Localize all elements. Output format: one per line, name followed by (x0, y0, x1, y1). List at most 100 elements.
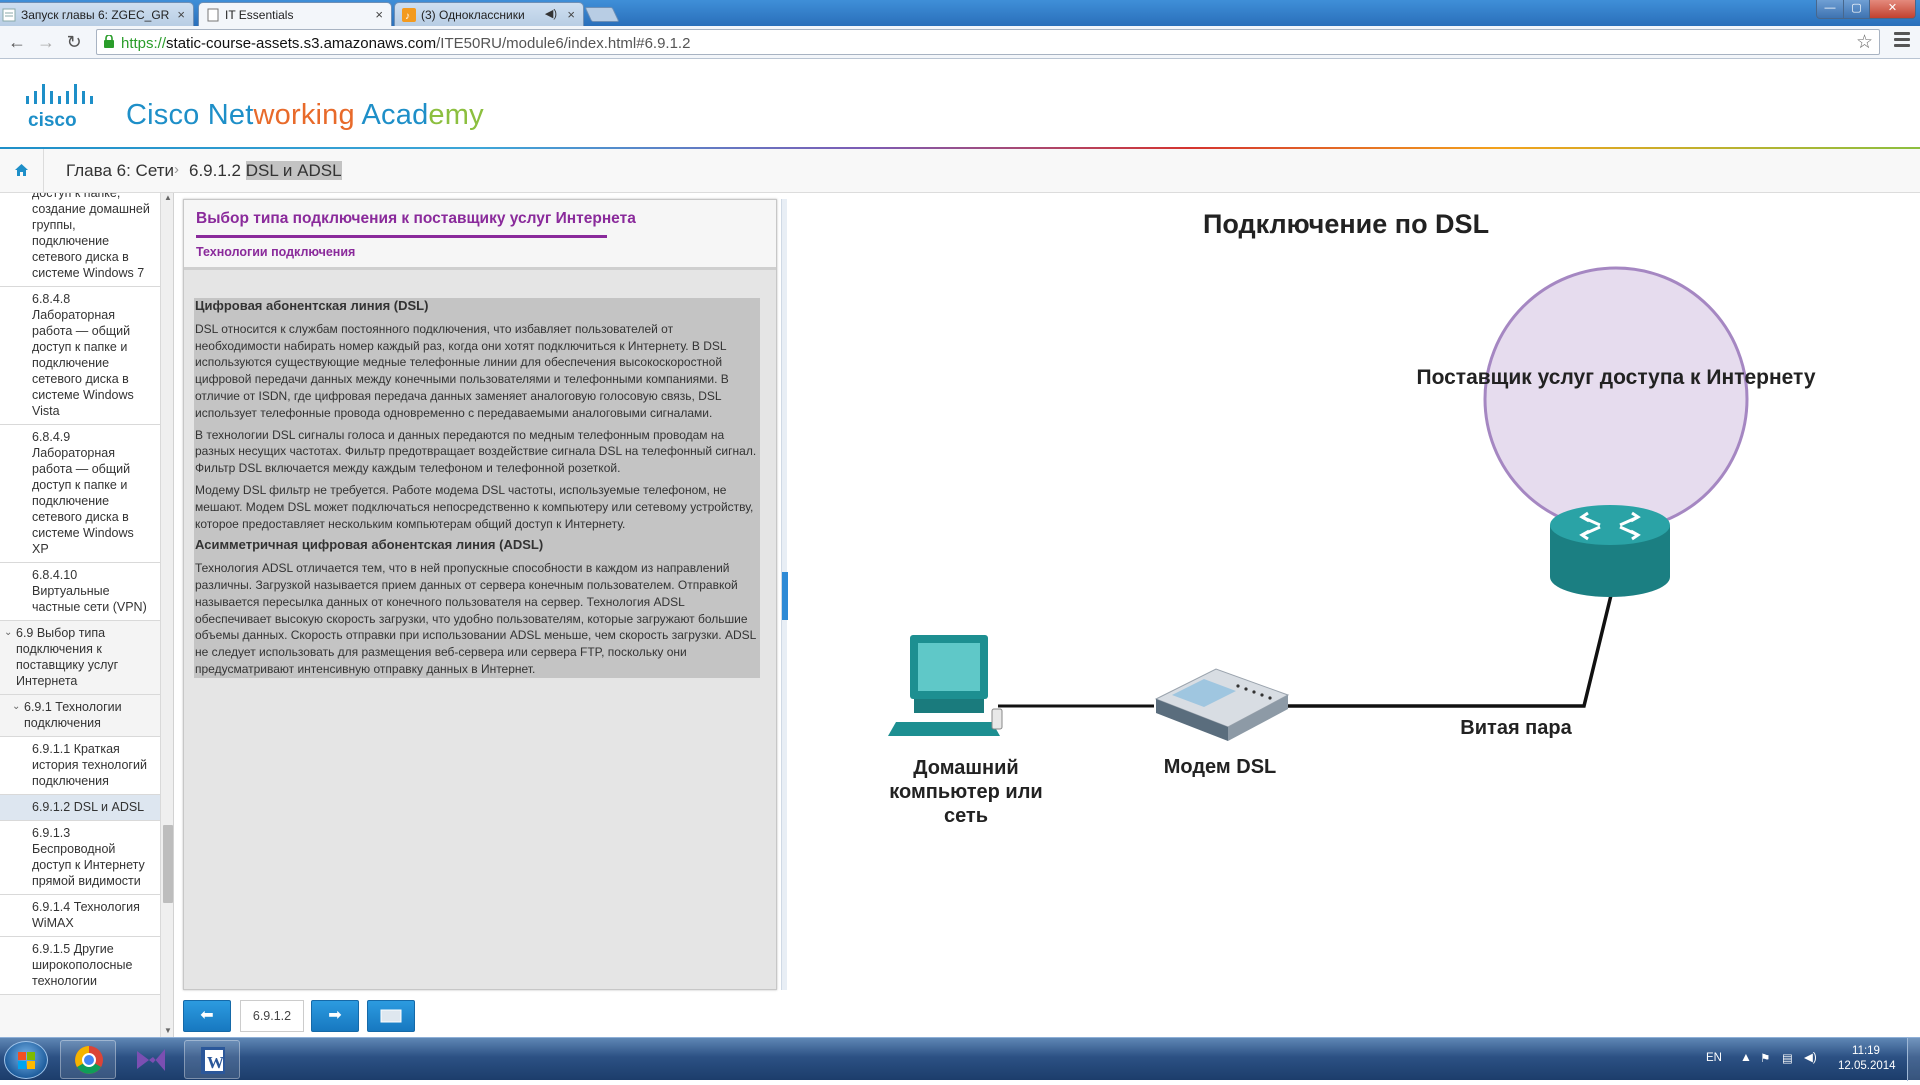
paragraph: В технологии DSL сигналы голоса и данных… (195, 427, 757, 476)
lock-icon (104, 35, 114, 48)
brand-title: Cisco Networking Academy (126, 99, 484, 131)
header-divider (0, 147, 1920, 149)
home-computer-label: Домашний компьютер или сеть (889, 757, 1043, 827)
scroll-down-icon[interactable]: ▼ (164, 1026, 172, 1035)
minimize-button[interactable]: — (1816, 0, 1844, 19)
browser-tabstrip: Запуск главы 6: ZGEC_GR × IT Essentials … (0, 0, 1920, 26)
close-icon[interactable]: × (375, 7, 383, 22)
router-icon (1550, 505, 1670, 597)
svg-text:W: W (207, 1053, 224, 1072)
content-panel: Выбор типа подключения к поставщику услу… (183, 199, 777, 990)
isp-cloud (1483, 266, 1749, 532)
menu-icon[interactable] (1894, 32, 1910, 50)
heading-dsl: Цифровая абонентская линия (DSL) (195, 298, 429, 313)
flag-icon[interactable]: ⚑ (1760, 1053, 1771, 1065)
browser-tab-3[interactable]: ♪ (3) Одноклассники ◀) × (394, 2, 584, 26)
breadcrumb-current: 6.9.1.2 DSL и ADSL (189, 161, 342, 180)
tab-label: Запуск главы 6: ZGEC_GR (21, 8, 170, 22)
nav-scrollbar[interactable]: ▲ ▼ (160, 193, 173, 1037)
nav-item[interactable]: 6.9.1.1 Краткая история технологий подкл… (0, 737, 160, 795)
nav-item[interactable]: 6.9.1.5 Другие широкополосные технологии (0, 937, 160, 995)
diagram-title: Подключение по DSL (1202, 209, 1490, 239)
nav-item[interactable]: 6.8.4.10 Виртуальные частные сети (VPN) (0, 563, 160, 621)
url-path: /ITE50RU/module6/index.html#6.9.1.2 (436, 35, 691, 52)
breadcrumb-chapter[interactable]: Глава 6: Сети (66, 161, 174, 180)
nav-subsection[interactable]: ⌄ 6.9.1 Технологии подключения (0, 695, 160, 737)
fullscreen-button[interactable] (367, 1000, 415, 1032)
show-desktop-button[interactable] (1907, 1038, 1920, 1081)
dsl-diagram: Подключение по DSL (796, 199, 1920, 1037)
panel-body: Цифровая абонентская линия (DSL) DSL отн… (194, 298, 760, 678)
tray-arrow-icon[interactable]: ▲ (1740, 1050, 1752, 1064)
taskbar-visual-studio[interactable] (122, 1040, 178, 1079)
page-number-field[interactable]: 6.9.1.2 (240, 1000, 304, 1032)
paragraph: DSL относится к службам постоянного подк… (195, 321, 729, 420)
taskbar-chrome[interactable] (60, 1040, 116, 1079)
title-underline (196, 235, 607, 238)
address-bar[interactable]: https://static-course-assets.s3.amazonaw… (96, 29, 1880, 55)
nav-section[interactable]: ⌄ 6.9 Выбор типа подключения к поставщик… (0, 621, 160, 695)
arrow-left-icon: ⬅ (200, 1007, 214, 1024)
svg-text:♪: ♪ (405, 11, 410, 22)
url-text: https://static-course-assets.s3.amazonaw… (121, 35, 691, 52)
clock-time: 11:19 (1852, 1045, 1880, 1057)
speaker-icon: ◀) (544, 8, 557, 20)
course-nav-list: доступ к папке, создание домашней группы… (0, 193, 160, 995)
clock[interactable]: 11:19 12.05.2014 (1838, 1044, 1896, 1074)
chrome-icon (75, 1046, 103, 1074)
selected-text: Цифровая абонентская линия (DSL) DSL отн… (194, 298, 760, 678)
close-icon[interactable]: × (177, 7, 185, 22)
nav-item[interactable]: 6.8.4.8 Лабораторная работа — общий дост… (0, 287, 160, 425)
page-icon (2, 8, 16, 22)
nav-scroll-thumb[interactable] (163, 825, 173, 903)
breadcrumb: Глава 6: Сети › 6.9.1.2 DSL и ADSL (0, 149, 1920, 193)
browser-tab-1[interactable]: Запуск главы 6: ZGEC_GR × (0, 2, 194, 26)
cisco-logo: cisco (26, 84, 93, 130)
paragraph: Модему DSL фильтр не требуется. Работе м… (195, 482, 754, 531)
home-button[interactable] (0, 149, 44, 193)
breadcrumb-separator: › (174, 161, 179, 178)
modem-label: Модем DSL (1163, 756, 1277, 778)
maximize-button[interactable]: ▢ (1843, 0, 1870, 19)
clock-date: 12.05.2014 (1838, 1060, 1896, 1072)
panel-scroll-thumb[interactable] (782, 572, 788, 620)
nav-item[interactable]: 6.9.1.4 Технология WiMAX (0, 895, 160, 937)
music-icon: ♪ (402, 8, 416, 22)
close-icon[interactable]: × (567, 7, 575, 22)
site-header: cisco Cisco Networking Academy (0, 60, 1920, 148)
cable-modem-isp (1286, 582, 1616, 708)
nav-item[interactable]: 6.8.4.9 Лабораторная работа — общий дост… (0, 425, 160, 563)
nav-item-current[interactable]: 6.9.1.2 DSL и ADSL (0, 795, 160, 821)
next-page-button[interactable]: ➡ (311, 1000, 359, 1032)
browser-tab-2[interactable]: IT Essentials × (198, 2, 392, 26)
nav-item[interactable]: 6.9.1.3 Беспроводной доступ к Интернету … (0, 821, 160, 895)
reload-button[interactable]: ↻ (66, 32, 82, 52)
panel-divider-scrollbar[interactable] (781, 199, 788, 990)
course-nav: доступ к папке, создание домашней группы… (0, 193, 174, 1037)
page-icon (207, 8, 219, 22)
start-button[interactable] (4, 1041, 48, 1079)
computer-icon (888, 635, 1003, 736)
new-tab-button[interactable] (584, 7, 620, 22)
arrow-right-icon: ➡ (328, 1007, 342, 1024)
forward-button[interactable]: → (37, 32, 55, 52)
diagram-graphics (888, 266, 1749, 741)
expand-caret-icon: ⌄ (4, 627, 13, 638)
close-window-button[interactable]: ✕ (1869, 0, 1916, 19)
network-icon[interactable]: ▤ (1782, 1053, 1793, 1065)
panel-title: Выбор типа подключения к поставщику услу… (196, 210, 636, 227)
cable-label: Витая пара (1460, 717, 1572, 739)
bookmark-star-icon[interactable]: ☆ (1855, 32, 1873, 53)
taskbar-word[interactable]: W (184, 1040, 240, 1079)
nav-item[interactable]: доступ к папке, создание домашней группы… (0, 193, 160, 287)
isp-label: Поставщик услуг доступа к Интернету (1416, 366, 1816, 389)
scroll-up-icon[interactable]: ▲ (164, 193, 172, 202)
svg-text:cisco: cisco (28, 110, 77, 130)
prev-page-button[interactable]: ⬅ (183, 1000, 231, 1032)
tab-label: (3) Одноклассники (421, 8, 525, 22)
back-button[interactable]: ← (8, 32, 26, 52)
tab-label: IT Essentials (225, 8, 294, 22)
panel-header: Выбор типа подключения к поставщику услу… (184, 200, 776, 270)
language-indicator[interactable]: EN (1706, 1052, 1722, 1064)
volume-icon[interactable]: ◀) (1804, 1052, 1817, 1064)
